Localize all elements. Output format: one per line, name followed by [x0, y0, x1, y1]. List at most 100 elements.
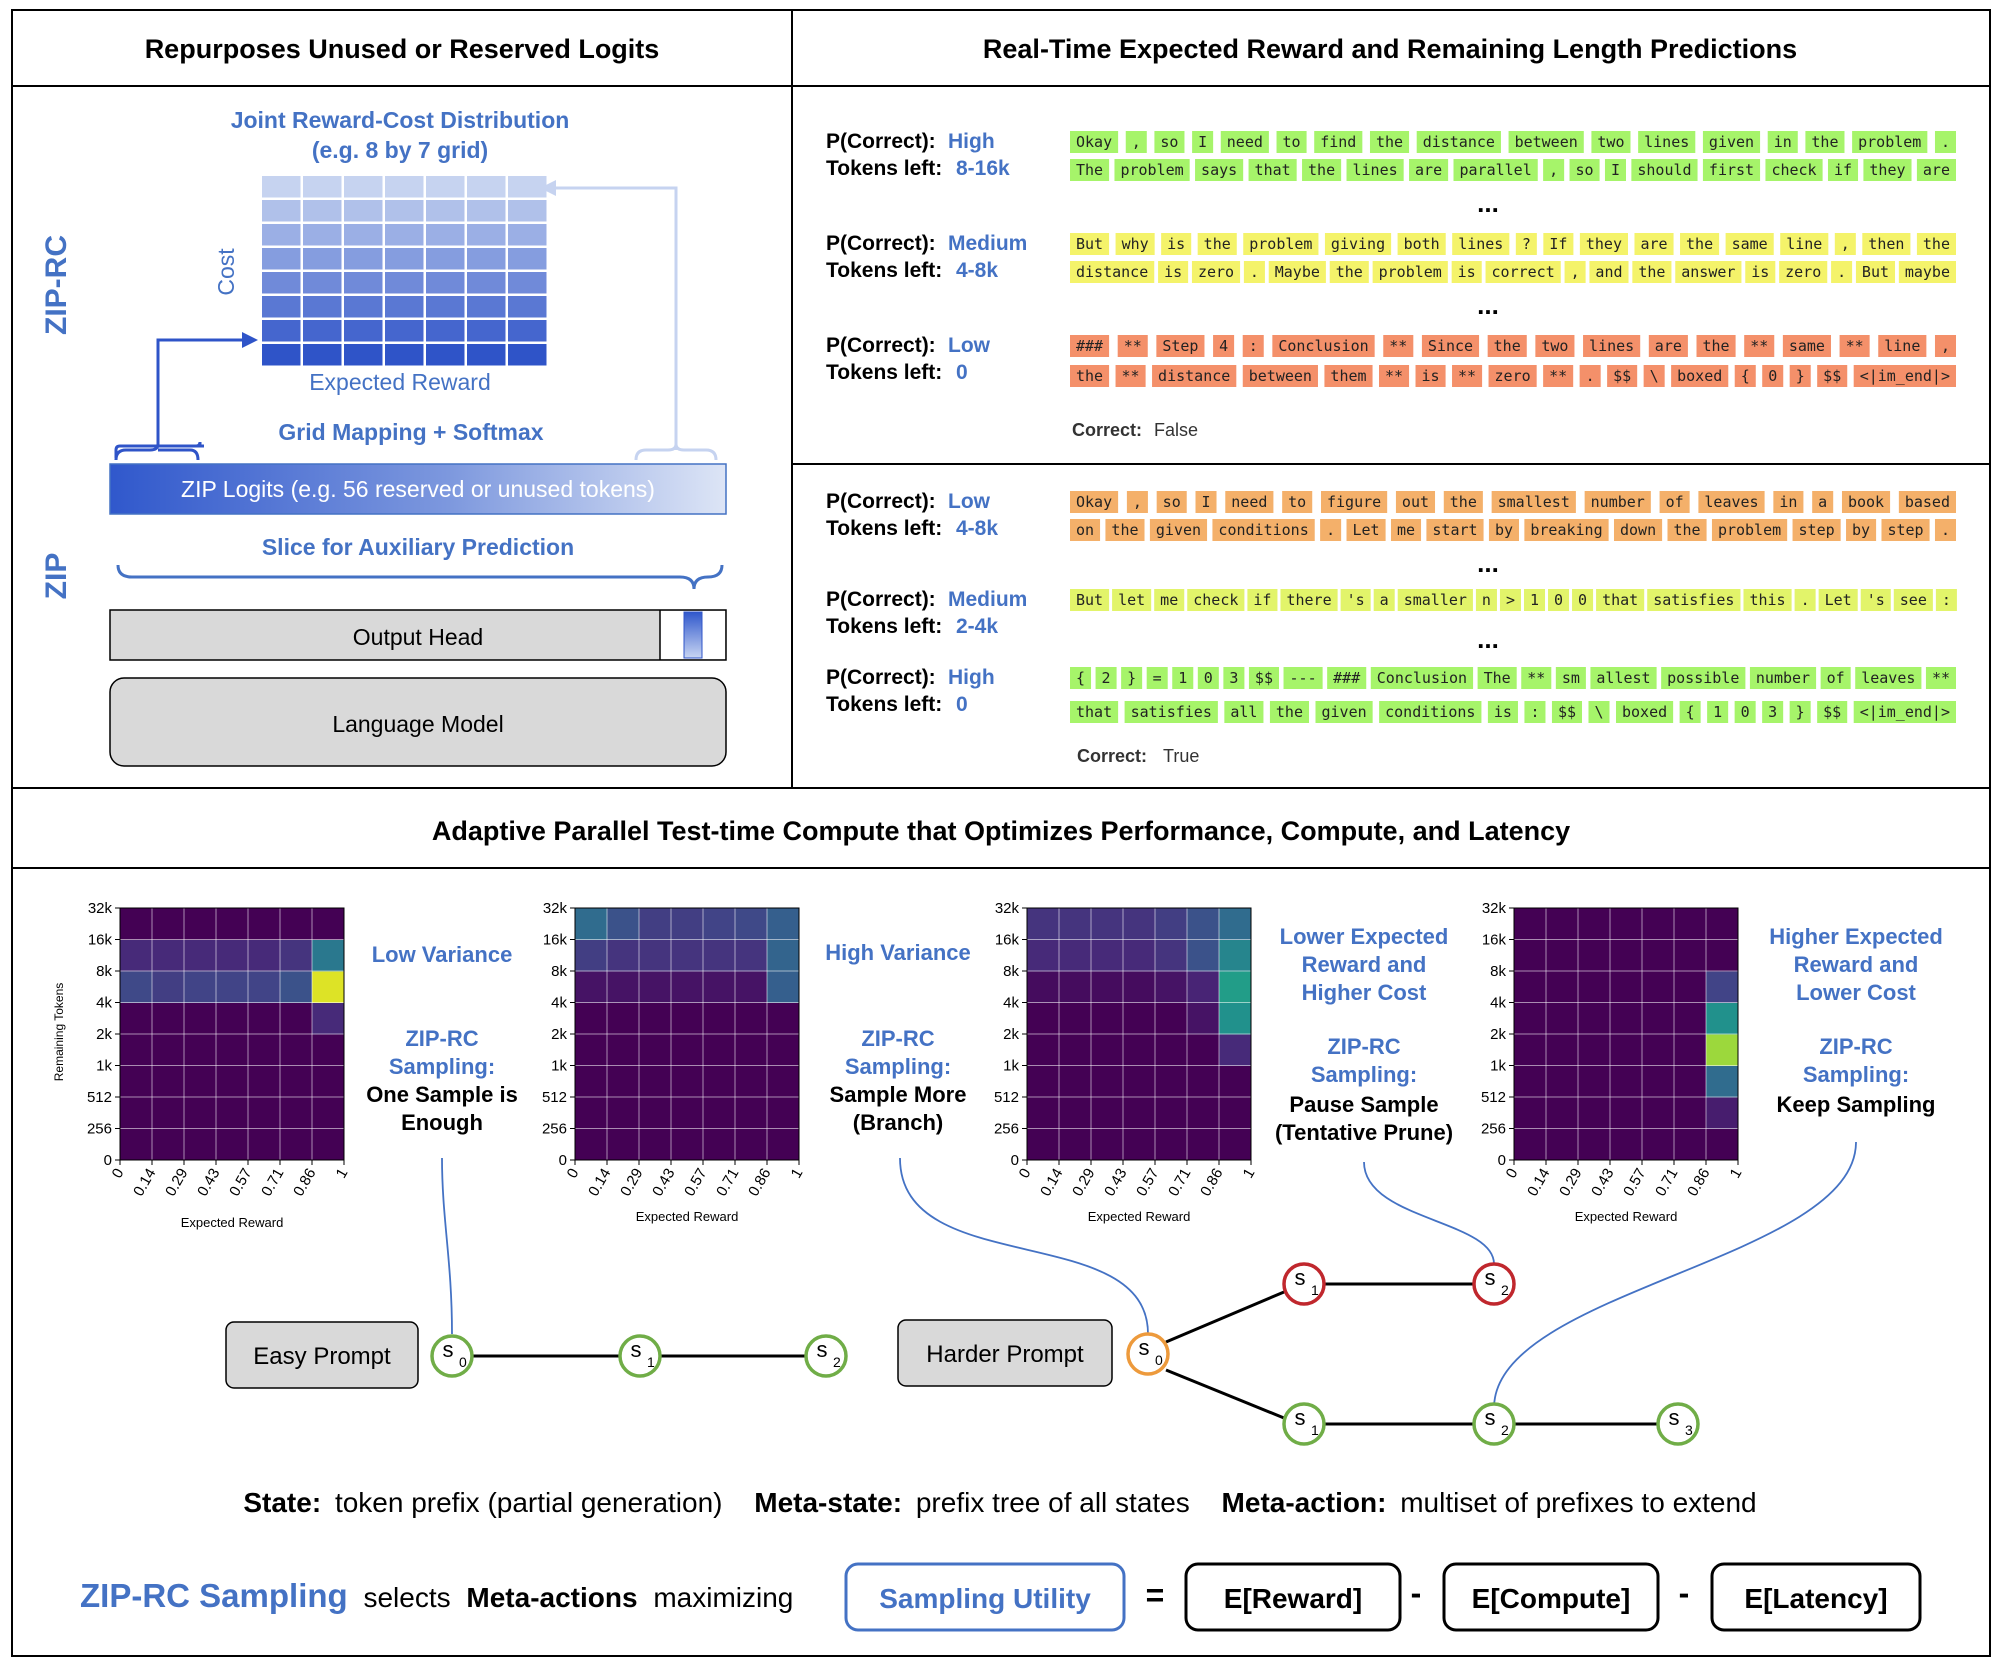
output-head-slice [683, 611, 703, 659]
ex2-pcorrect-key-2: P(Correct): [826, 666, 936, 689]
heatmap-4-xtick-label-2: 0.29 [1556, 1166, 1585, 1200]
heatmap-4-xlabel: Expected Reward [1575, 1209, 1678, 1224]
heatmap-1-cell-r1-c1 [152, 1097, 185, 1129]
ex2-token-1-0-11: 1 [1530, 591, 1539, 609]
ex2-token-0-1-3: conditions [1218, 521, 1308, 539]
heatmap-4-ytick-label-0: 0 [1498, 1152, 1506, 1169]
ex1-token-bg-1-0-2 [1161, 233, 1192, 255]
ex1-token-2-0-7: Since [1428, 337, 1473, 355]
ex2-token-2-1-14: 3 [1768, 703, 1777, 721]
compute-label: E[Compute] [1472, 1583, 1631, 1614]
heatmap-4-ytick-label-4: 2k [1490, 1026, 1506, 1043]
ex1-token-bg-1-1-15 [1831, 261, 1853, 283]
ex2-token-0-1-11: the [1673, 521, 1700, 539]
heatmap-2-xtick-label-1: 0.14 [585, 1166, 614, 1200]
heatmap-2-cell-r7-c2 [639, 908, 672, 940]
ex2-pcorrect-key-1: P(Correct): [826, 588, 936, 611]
zip-rc-side-label: ZIP-RC [40, 235, 73, 335]
grid-cell-r5-c3 [385, 296, 424, 318]
minus-sign-1: - [1411, 1575, 1422, 1611]
ex2-token-bg-2-0-16 [1749, 667, 1817, 689]
example2-correct-value: True [1163, 746, 1199, 766]
ex1-ellipsis-0: ... [1477, 188, 1499, 218]
heatmap-1-xtick-label-2: 0.29 [162, 1166, 191, 1200]
heatmap-2-xtick-label-6: 0.86 [745, 1166, 774, 1200]
grid-cell-r4-c5 [467, 272, 506, 294]
heatmap-4-cell-r7-c2 [1578, 908, 1611, 940]
ex2-token-bg-1-0-21 [1935, 589, 1957, 611]
heatmap-3-ytick-label-8: 32k [995, 900, 1020, 917]
ex1-token-2-0-10: lines [1589, 337, 1634, 355]
heatmap-2-cell-r5-c6 [767, 971, 800, 1003]
ex2-token-bg-1-0-3 [1187, 589, 1245, 611]
ex1-token-0-1-0: The [1076, 161, 1103, 179]
ex1-token-0-1-3: that [1255, 161, 1291, 179]
ex2-token-0-0-10: number [1591, 493, 1645, 511]
heatmap-4-xtick-label-1: 0.14 [1524, 1166, 1553, 1200]
ex2-token-bg-1-0-1 [1112, 589, 1152, 611]
heatmap-3-ytick-label-7: 16k [995, 932, 1020, 949]
node-hard-s1-top: s 1 [1282, 1262, 1326, 1306]
ex1-token-bg-1-1-16 [1855, 261, 1896, 283]
ex1-token-1-0-0: But [1076, 235, 1103, 253]
annotation-4-heading-3: Lower Cost [1796, 980, 1916, 1005]
heatmap-3-cell-r7-c6 [1219, 908, 1252, 940]
heatmap-1-ytick-label-8: 32k [88, 900, 113, 917]
ex1-token-bg-2-0-10 [1583, 335, 1641, 357]
ex1-token-bg-1-0-1 [1115, 233, 1155, 255]
ex1-token-bg-1-1-6 [1372, 261, 1448, 283]
heatmap-1-ytick-label-6: 8k [96, 963, 112, 980]
ex1-token-bg-2-1-13 [1671, 365, 1729, 387]
ex1-token-bg-2-0-5 [1272, 335, 1375, 357]
ex2-token-bg-0-0-12 [1698, 491, 1765, 513]
annotation-4: Higher Expected Reward and Lower Cost ZI… [1769, 924, 1943, 1117]
ex2-token-1-0-6: 's [1347, 591, 1365, 609]
heatmap-2-cell-r1-c6 [767, 1097, 800, 1129]
heatmap-3-ytick-label-4: 2k [1003, 1026, 1019, 1043]
ex2-token-bg-2-1-10 [1615, 701, 1674, 723]
ex1-token-1-0-3: the [1204, 235, 1231, 253]
heatmap-4-cell-r5-c1 [1546, 971, 1579, 1003]
ex1-token-bg-1-0-12 [1680, 233, 1720, 255]
node-easy-s2: s 2 [804, 1334, 848, 1378]
ex2-token-2-0-5: 0 [1204, 669, 1213, 687]
heatmap-4-cell-r3-c4 [1642, 1034, 1675, 1066]
harder-prompt-label: Harder Prompt [926, 1341, 1084, 1368]
ex2-token-bg-0-1-7 [1426, 519, 1484, 541]
connector-harder [899, 1157, 1149, 1335]
ex2-token-2-1-6: is [1494, 703, 1512, 721]
heatmap-3-cell-r6-c3 [1123, 939, 1156, 972]
annotation-3-action: Pause Sample [1289, 1092, 1438, 1117]
heatmap-1-ytick-label-5: 4k [96, 995, 112, 1012]
heatmap-3-cell-r0-c5 [1187, 1128, 1220, 1161]
ex2-tokens-left-value-1: 2-4k [956, 615, 998, 638]
ex2-token-bg-2-1-11 [1679, 701, 1701, 723]
heatmap-4-cell-r0-c4 [1642, 1128, 1675, 1161]
heatmap-3-cell-r2-c4 [1155, 1065, 1188, 1098]
heatmap-3-cell-r6-c1 [1059, 939, 1092, 972]
heatmap-2-cell-r1-c1 [607, 1097, 640, 1129]
ex2-token-bg-2-1-2 [1224, 701, 1264, 723]
ex1-token-2-0-12: the [1703, 337, 1730, 355]
expected-reward-axis-label: Expected Reward [309, 369, 491, 395]
ex2-token-2-0-2: } [1127, 669, 1136, 687]
annotation-1-sampling: ZIP-RC [405, 1026, 478, 1051]
ex1-token-bg-1-1-3 [1243, 261, 1265, 283]
heatmap-4-cell-r5-c4 [1642, 971, 1675, 1003]
heatmap-3-cell-r1-c5 [1187, 1097, 1220, 1129]
ex1-token-bg-0-1-15 [1863, 159, 1912, 181]
heatmap-3-cell-r5-c0 [1027, 971, 1060, 1003]
ex1-token-1-0-6: both [1404, 235, 1440, 253]
heatmap-1-cell-r3-c6 [312, 1034, 345, 1066]
grid-cell-r7-c2 [344, 344, 383, 366]
heatmap-1-cell-r1-c6 [312, 1097, 345, 1129]
heatmap-2-cell-r0-c3 [671, 1128, 704, 1161]
ex1-token-bg-1-0-4 [1243, 233, 1319, 255]
grid-cell-r1-c0 [262, 200, 301, 222]
grid-cell-r1-c3 [385, 200, 424, 222]
heatmap-3-cell-r7-c3 [1123, 908, 1156, 940]
heatmap-4-cell-r3-c3 [1610, 1034, 1643, 1066]
ex1-token-0-0-5: to [1283, 133, 1301, 151]
annotation-4-sampling-2: Sampling: [1803, 1062, 1909, 1087]
ex1-token-bg-0-0-12 [1702, 131, 1761, 153]
